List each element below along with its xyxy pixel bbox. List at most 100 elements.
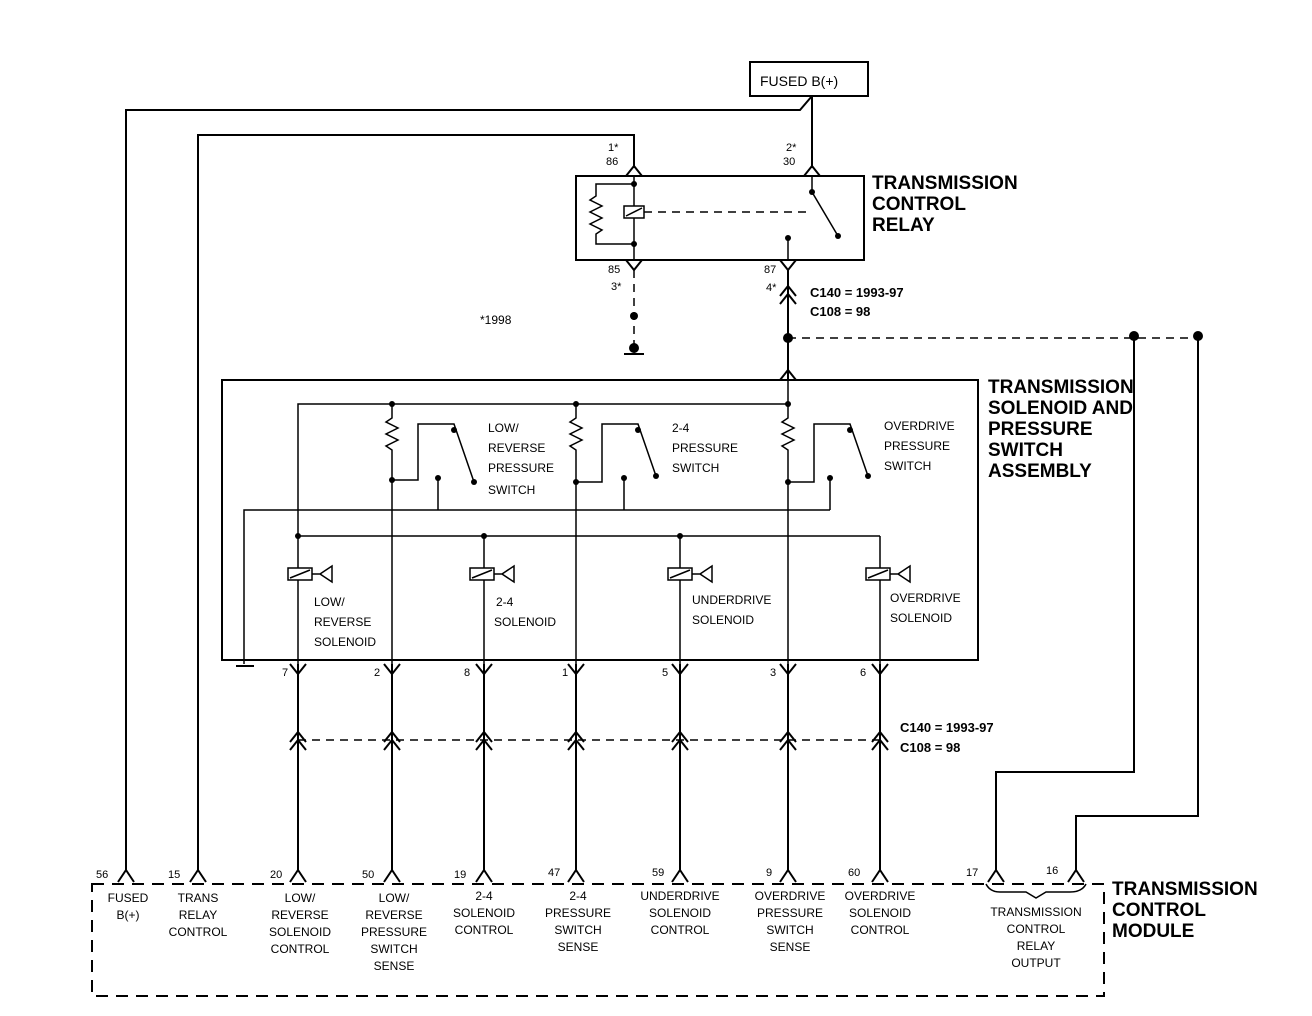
svg-text:LOW/: LOW/	[285, 891, 316, 905]
assembly-title: TRANSMISSION SOLENOID AND PRESSURE SWITC…	[988, 377, 1134, 482]
svg-text:CONTROL: CONTROL	[872, 194, 966, 215]
svg-text:SOLENOID: SOLENOID	[269, 925, 331, 939]
svg-text:2-4: 2-4	[496, 595, 514, 609]
svg-text:TRANS: TRANS	[178, 891, 219, 905]
svg-text:SWITCH: SWITCH	[488, 483, 535, 497]
svg-text:REVERSE: REVERSE	[365, 908, 422, 922]
svg-text:SOLENOID: SOLENOID	[314, 635, 376, 649]
svg-text:B(+): B(+)	[116, 908, 139, 922]
svg-text:LOW/: LOW/	[379, 891, 410, 905]
relay-title: TRANSMISSION CONTROL RELAY	[872, 173, 1018, 236]
assembly-feed-bus	[297, 380, 789, 536]
solenoid-2-4	[469, 536, 515, 664]
svg-text:MODULE: MODULE	[1112, 921, 1194, 942]
svg-text:UNDERDRIVE: UNDERDRIVE	[640, 889, 719, 903]
relay-pin-85: 85	[608, 264, 620, 276]
svg-text:SOLENOID: SOLENOID	[649, 906, 711, 920]
svg-text:SENSE: SENSE	[770, 940, 811, 954]
relay-pin-87: 87	[764, 264, 776, 276]
svg-text:50: 50	[362, 869, 374, 881]
svg-text:SOLENOID: SOLENOID	[890, 611, 952, 625]
relay-coil-resistor	[588, 176, 635, 260]
svg-text:2-4: 2-4	[672, 421, 690, 435]
svg-text:TRANSMISSION: TRANSMISSION	[990, 905, 1081, 919]
solenoid-label-underdrive: UNDERDRIVE SOLENOID	[692, 593, 771, 627]
relay-terminal-85	[625, 259, 643, 272]
fused-source-label: FUSED B(+)	[760, 73, 838, 89]
svg-text:60: 60	[848, 867, 860, 879]
solenoid-label-2-4: 2-4 SOLENOID	[494, 595, 556, 629]
svg-text:9: 9	[766, 867, 772, 879]
svg-text:REVERSE: REVERSE	[488, 441, 545, 455]
relay87-connector	[779, 284, 797, 305]
harness-wires	[289, 663, 889, 870]
svg-text:SWITCH: SWITCH	[370, 942, 417, 956]
svg-text:2-4: 2-4	[475, 889, 493, 903]
svg-text:7: 7	[282, 667, 288, 679]
svg-text:6: 6	[860, 667, 866, 679]
svg-text:PRESSURE: PRESSURE	[545, 906, 611, 920]
fused-source-box	[749, 61, 869, 97]
wire-relay-output-16	[1075, 336, 1199, 870]
svg-text:SENSE: SENSE	[558, 940, 599, 954]
svg-text:PRESSURE: PRESSURE	[672, 441, 738, 455]
relay-terminal-86	[625, 164, 643, 177]
svg-text:OVERDRIVE: OVERDRIVE	[755, 889, 826, 903]
svg-text:1: 1	[562, 667, 568, 679]
wire-relay-output-17	[995, 336, 1135, 870]
svg-text:RELAY: RELAY	[1017, 939, 1055, 953]
svg-text:8: 8	[464, 667, 470, 679]
relay-pin-30-alt: 2*	[786, 142, 797, 154]
switch-label-overdrive: OVERDRIVE PRESSURE SWITCH	[884, 419, 955, 473]
svg-text:C108 = 98: C108 = 98	[900, 740, 960, 755]
svg-text:CONTROL: CONTROL	[651, 923, 710, 937]
svg-text:CONTROL: CONTROL	[851, 923, 910, 937]
svg-text:CONTROL: CONTROL	[169, 925, 228, 939]
module-terminals	[117, 868, 1087, 899]
svg-text:OVERDRIVE: OVERDRIVE	[890, 591, 961, 605]
svg-text:SOLENOID: SOLENOID	[849, 906, 911, 920]
relay-pin-85-alt: 3*	[611, 281, 622, 293]
svg-text:CONTROL: CONTROL	[1112, 900, 1206, 921]
relay-pin-87-alt: 4*	[766, 282, 777, 294]
pressure-switch-overdrive	[780, 404, 871, 510]
svg-text:OUTPUT: OUTPUT	[1011, 956, 1061, 970]
year-note: *1998	[480, 313, 512, 327]
assembly-pin-labels: 7 2 8 1 5 3 6	[282, 667, 866, 679]
svg-text:56: 56	[96, 869, 108, 881]
svg-text:CONTROL: CONTROL	[271, 942, 330, 956]
svg-text:19: 19	[454, 869, 466, 881]
switch-ground-bus	[243, 509, 830, 664]
svg-text:3: 3	[770, 667, 776, 679]
svg-text:C140 = 1993-97: C140 = 1993-97	[900, 720, 994, 735]
svg-text:REVERSE: REVERSE	[271, 908, 328, 922]
solenoid-underdrive	[667, 536, 713, 664]
relay-pin-30: 30	[783, 156, 795, 168]
svg-text:TRANSMISSION: TRANSMISSION	[872, 173, 1018, 194]
solenoid-label-overdrive: OVERDRIVE SOLENOID	[890, 591, 961, 625]
svg-text:SWITCH: SWITCH	[766, 923, 813, 937]
relay-box	[575, 175, 865, 261]
svg-text:15: 15	[168, 869, 180, 881]
switch-label-2-4: 2-4 PRESSURE SWITCH	[672, 421, 738, 475]
svg-text:CONTROL: CONTROL	[455, 923, 514, 937]
wire-relay86-to-pin15	[197, 134, 635, 870]
svg-text:20: 20	[270, 869, 282, 881]
connector-note-top: C140 = 1993-97 C108 = 98	[810, 285, 904, 319]
svg-text:PRESSURE: PRESSURE	[361, 925, 427, 939]
svg-text:5: 5	[662, 667, 668, 679]
pressure-switch-low-reverse	[384, 404, 477, 510]
pressure-switch-2-4	[568, 404, 659, 510]
svg-text:PRESSURE: PRESSURE	[884, 439, 950, 453]
svg-text:16: 16	[1046, 865, 1058, 877]
assembly-box	[221, 379, 979, 661]
svg-text:ASSEMBLY: ASSEMBLY	[988, 461, 1092, 482]
module-terminal-labels: FUSED B(+) TRANS RELAY CONTROL LOW/ REVE…	[108, 889, 1082, 973]
svg-text:RELAY: RELAY	[179, 908, 217, 922]
svg-text:C108 = 98: C108 = 98	[810, 304, 870, 319]
relay-pin-labels: 1* 86 2* 30 85 3* 87 4*	[606, 142, 797, 294]
module-box	[91, 883, 1105, 997]
svg-text:RELAY: RELAY	[872, 215, 935, 236]
relay-switch-arm	[811, 176, 839, 237]
